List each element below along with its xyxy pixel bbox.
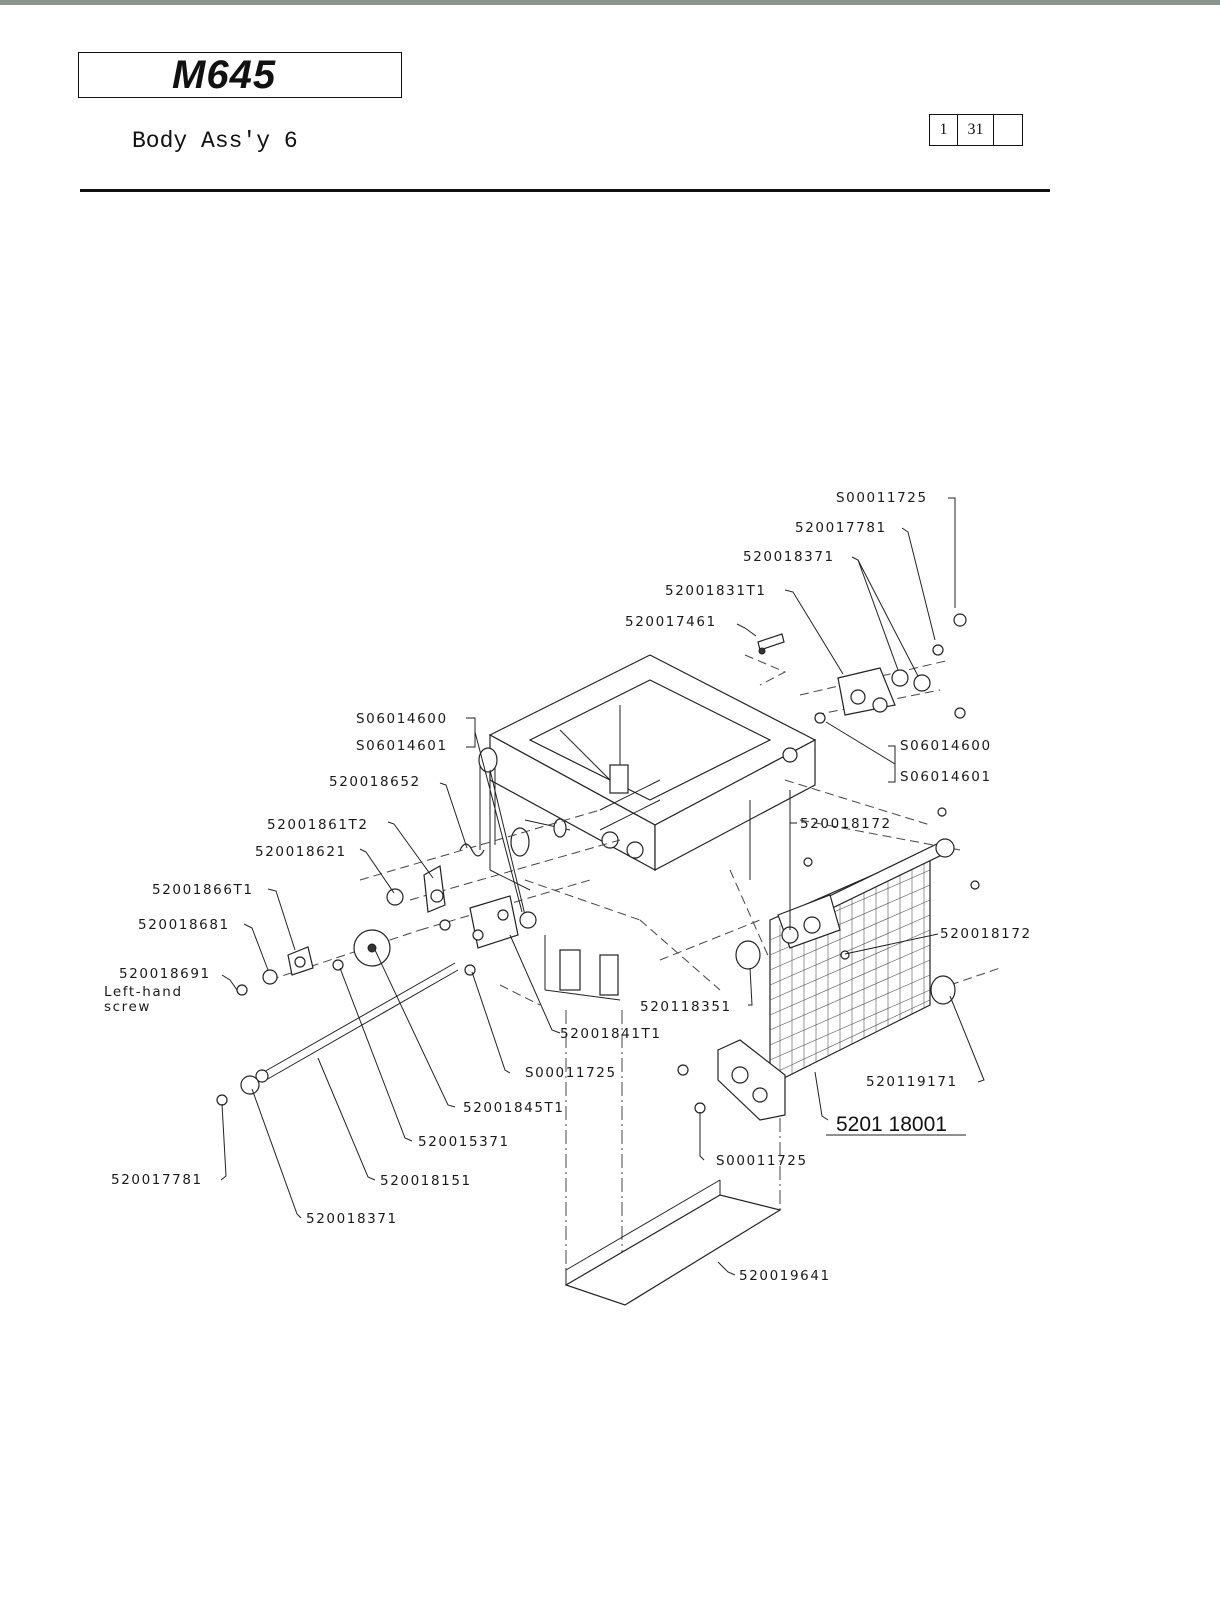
- bottom-tray-drawing: [564, 1179, 782, 1306]
- callout-52001845t1: 52001845T1: [463, 1100, 565, 1116]
- callout-520015371: 520015371: [418, 1134, 510, 1150]
- callout-s00011725-bottom: S00011725: [716, 1153, 808, 1169]
- callout-s06014600-left: S06014600: [356, 711, 448, 727]
- callout-s06014600-right: S06014600: [900, 738, 992, 754]
- callout-520118001-assembly: 5201 18001: [836, 1113, 947, 1136]
- callout-screw: screw: [104, 999, 151, 1015]
- leader-lines: [220, 497, 985, 1276]
- model-title-box: [78, 52, 402, 98]
- callout-520018371-top: 520018371: [743, 549, 835, 565]
- callout-s06014601-right: S06014601: [900, 769, 992, 785]
- callout-520018652: 520018652: [329, 774, 421, 790]
- callout-520018681: 520018681: [138, 917, 230, 933]
- callout-52001841t1: 52001841T1: [560, 1026, 662, 1042]
- part-callouts: S00011725 520017781 520018371 52001831T1…: [104, 490, 1032, 1284]
- callout-left-hand: Left-hand: [104, 984, 183, 1000]
- callout-520118351: 520118351: [640, 999, 732, 1015]
- assembly-guide-lines: [269, 654, 1001, 1285]
- callout-s00011725-center: S00011725: [525, 1065, 617, 1081]
- main-frame-drawing: [478, 654, 817, 1001]
- page-ref-cell-2: 31: [958, 115, 994, 145]
- callout-520018151: 520018151: [380, 1173, 472, 1189]
- model-number: M645: [172, 53, 277, 97]
- mesh-screen-assembly: [677, 807, 980, 1121]
- callout-52001861t2: 52001861T2: [267, 817, 369, 833]
- header-rule: [80, 189, 1050, 192]
- callout-520018172-upper: 520018172: [800, 816, 892, 832]
- callout-52001831t1: 52001831T1: [665, 583, 767, 599]
- callout-520119171: 520119171: [866, 1074, 958, 1090]
- callout-520018371-bottom: 520018371: [306, 1211, 398, 1227]
- callout-520018172-lower: 520018172: [940, 926, 1032, 942]
- callout-520018691: 520018691: [119, 966, 211, 982]
- callout-s06014601-left: S06014601: [356, 738, 448, 754]
- callout-s00011725-top: S00011725: [836, 490, 928, 506]
- callout-52001866t1: 52001866T1: [152, 882, 254, 898]
- callout-520017781-top: 520017781: [795, 520, 887, 536]
- callout-520017461: 520017461: [625, 614, 717, 630]
- page-ref-cell-1: 1: [930, 115, 958, 145]
- callout-520017781-bottom: 520017781: [111, 1172, 203, 1188]
- right-bracket-parts: [757, 613, 967, 724]
- callout-520019641: 520019641: [739, 1268, 831, 1284]
- page-reference-box: 1 31: [929, 114, 1023, 146]
- page-subtitle: Body Ass'y 6: [132, 128, 298, 154]
- callout-520018621: 520018621: [255, 844, 347, 860]
- left-side-parts: [216, 843, 537, 1106]
- top-border-strip: [0, 0, 1220, 5]
